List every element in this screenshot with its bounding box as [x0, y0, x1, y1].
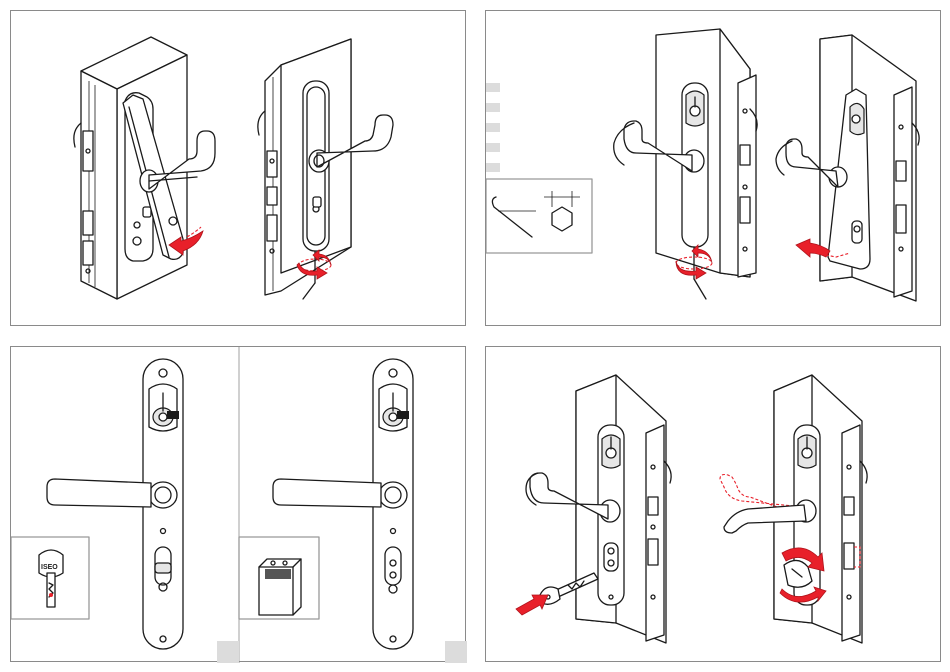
- step-markers: [486, 83, 500, 172]
- step-4-illustration: [486, 347, 942, 663]
- panel-step-1: [10, 10, 466, 326]
- step-2-illustration: [486, 11, 942, 327]
- key-brand-label: ISEO: [41, 564, 58, 571]
- key-icon: ISEO: [39, 550, 63, 607]
- lever-left-front: [47, 479, 151, 507]
- battery-inset: [239, 537, 319, 619]
- hex-key-icon: [492, 197, 532, 237]
- brand-badge: [167, 411, 179, 419]
- panel-step-2: [485, 10, 941, 326]
- hex-key-inset: [486, 179, 592, 253]
- panel-step-3: ISEO: [10, 346, 466, 662]
- key-inset: ISEO: [11, 537, 89, 619]
- battery-icon: [259, 559, 301, 615]
- step-1-illustration: [11, 11, 467, 327]
- panel-step-4: [485, 346, 941, 662]
- push-arrow-icon: [516, 595, 548, 615]
- hexagon-dimension-icon: [544, 191, 580, 231]
- step-3-illustration: ISEO: [11, 347, 467, 663]
- lever-right-front: [273, 479, 381, 507]
